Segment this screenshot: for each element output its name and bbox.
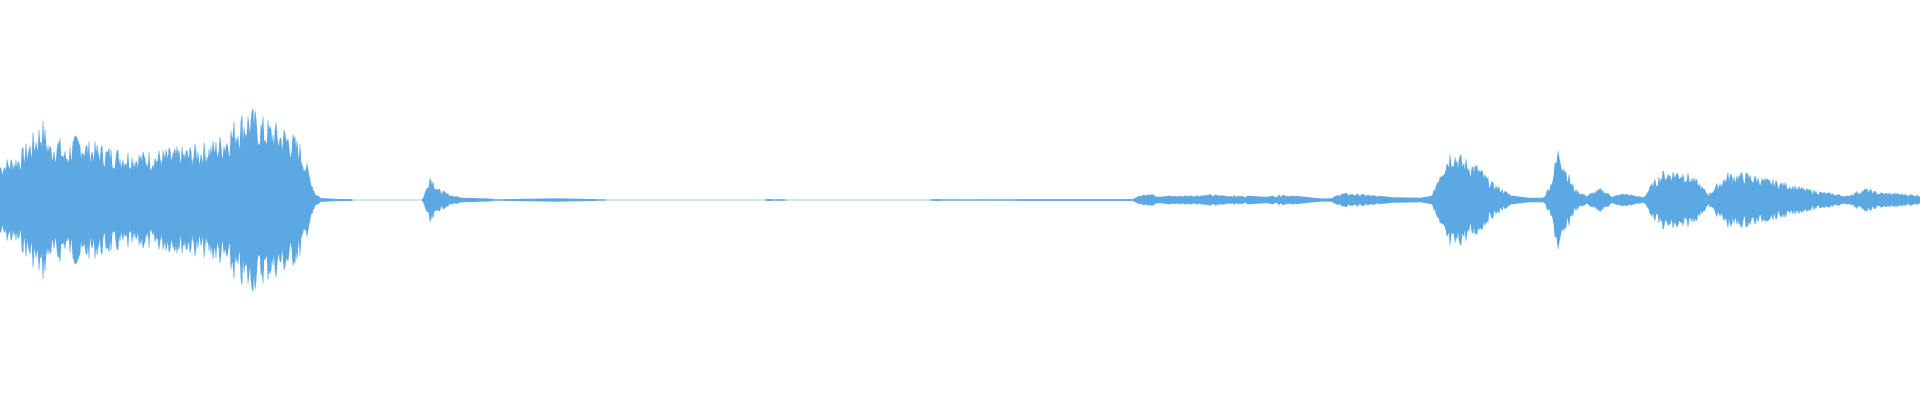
waveform-shape <box>0 108 1920 292</box>
